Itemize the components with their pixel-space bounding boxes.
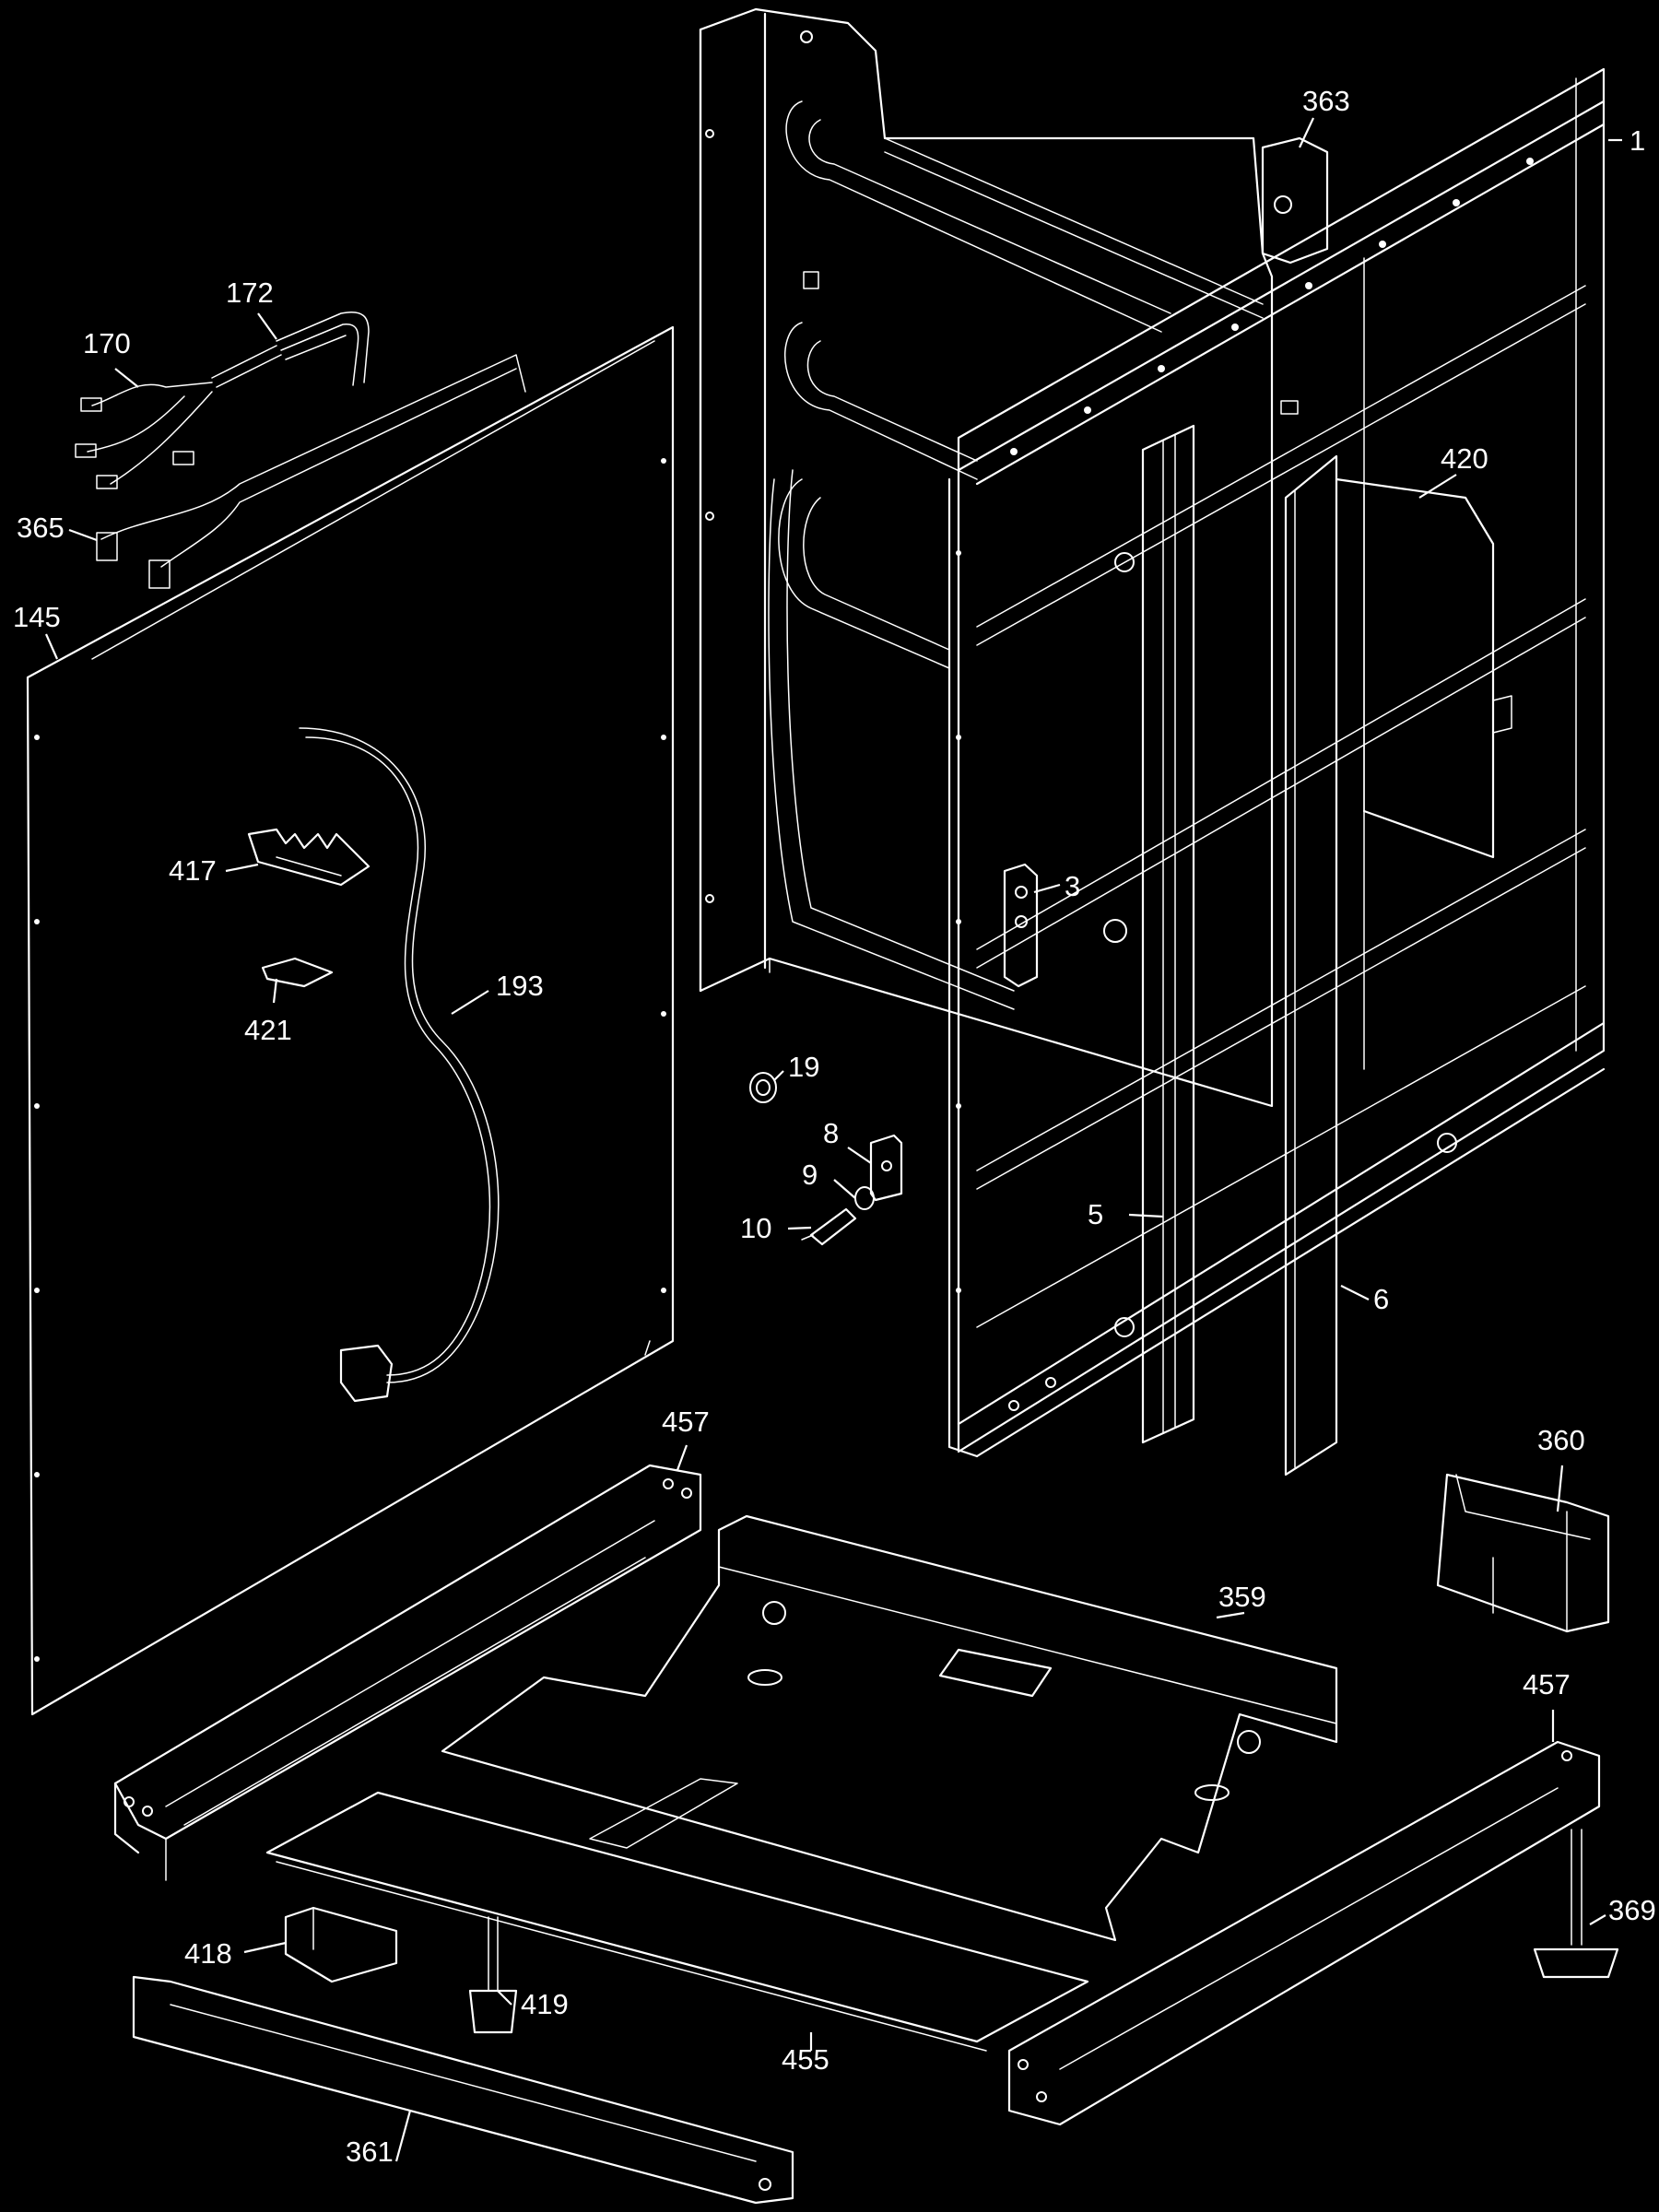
callout-359: 359 — [1218, 1581, 1266, 1613]
part-420-duct — [1335, 477, 1512, 859]
part-369-leveling-foot — [1533, 1829, 1619, 1979]
part-421-cap — [261, 957, 334, 988]
callout-455: 455 — [782, 2043, 830, 2076]
callout-369: 369 — [1608, 1894, 1656, 1926]
callout-170: 170 — [83, 327, 131, 359]
part-363-bracket — [1261, 136, 1329, 265]
part-6-channel — [1284, 454, 1338, 1477]
part-10-screw — [801, 1207, 857, 1246]
callout-457-left: 457 — [662, 1406, 710, 1438]
part-1-front-frame — [947, 67, 1606, 1458]
part-170-harness — [75, 382, 213, 489]
callout-10: 10 — [740, 1212, 771, 1244]
part-457-left-rail — [113, 1464, 702, 1881]
callout-1: 1 — [1630, 124, 1645, 157]
part-359-base-pan — [441, 1514, 1338, 1942]
part-3-clip — [1003, 863, 1039, 988]
part-361-kick-rail — [132, 1975, 794, 2205]
callout-421: 421 — [244, 1014, 292, 1046]
callout-9: 9 — [802, 1159, 818, 1191]
rear-frame — [699, 7, 1299, 1108]
callout-361: 361 — [346, 2136, 394, 2168]
part-455-panel — [265, 1791, 1089, 2052]
part-417-connector — [247, 828, 371, 887]
callout-8: 8 — [823, 1117, 839, 1149]
callout-145: 145 — [13, 601, 61, 633]
part-419-leveling-foot — [468, 1916, 518, 2034]
leader-lines — [44, 117, 1622, 2162]
callout-19: 19 — [788, 1051, 819, 1083]
callout-457-right: 457 — [1523, 1668, 1571, 1700]
callout-363: 363 — [1302, 85, 1350, 117]
callout-5: 5 — [1088, 1198, 1103, 1230]
callout-420: 420 — [1441, 442, 1488, 475]
callout-labels: 1 3 5 6 8 9 10 19 145 170 172 193 359 36… — [13, 85, 1656, 2168]
part-5-channel — [1141, 424, 1195, 1444]
callout-3: 3 — [1065, 870, 1080, 902]
callout-172: 172 — [226, 276, 274, 309]
part-9-washer — [854, 1186, 875, 1210]
callout-6: 6 — [1373, 1283, 1389, 1315]
callout-417: 417 — [169, 854, 217, 887]
part-193-wire — [299, 727, 500, 1403]
callout-418: 418 — [184, 1937, 232, 1970]
part-457-right-rail — [1007, 1740, 1601, 2126]
part-365-harness — [96, 354, 526, 589]
part-172-harness — [211, 312, 370, 388]
callout-193: 193 — [496, 970, 544, 1002]
callout-365: 365 — [17, 512, 65, 544]
part-360-box — [1436, 1473, 1610, 1633]
callout-360: 360 — [1537, 1424, 1585, 1456]
part-8-plate — [869, 1134, 903, 1202]
part-418-bracket — [284, 1906, 398, 1983]
callout-419: 419 — [521, 1988, 569, 2020]
part-19-plug — [749, 1072, 777, 1103]
part-145-side-panel — [26, 325, 675, 1716]
